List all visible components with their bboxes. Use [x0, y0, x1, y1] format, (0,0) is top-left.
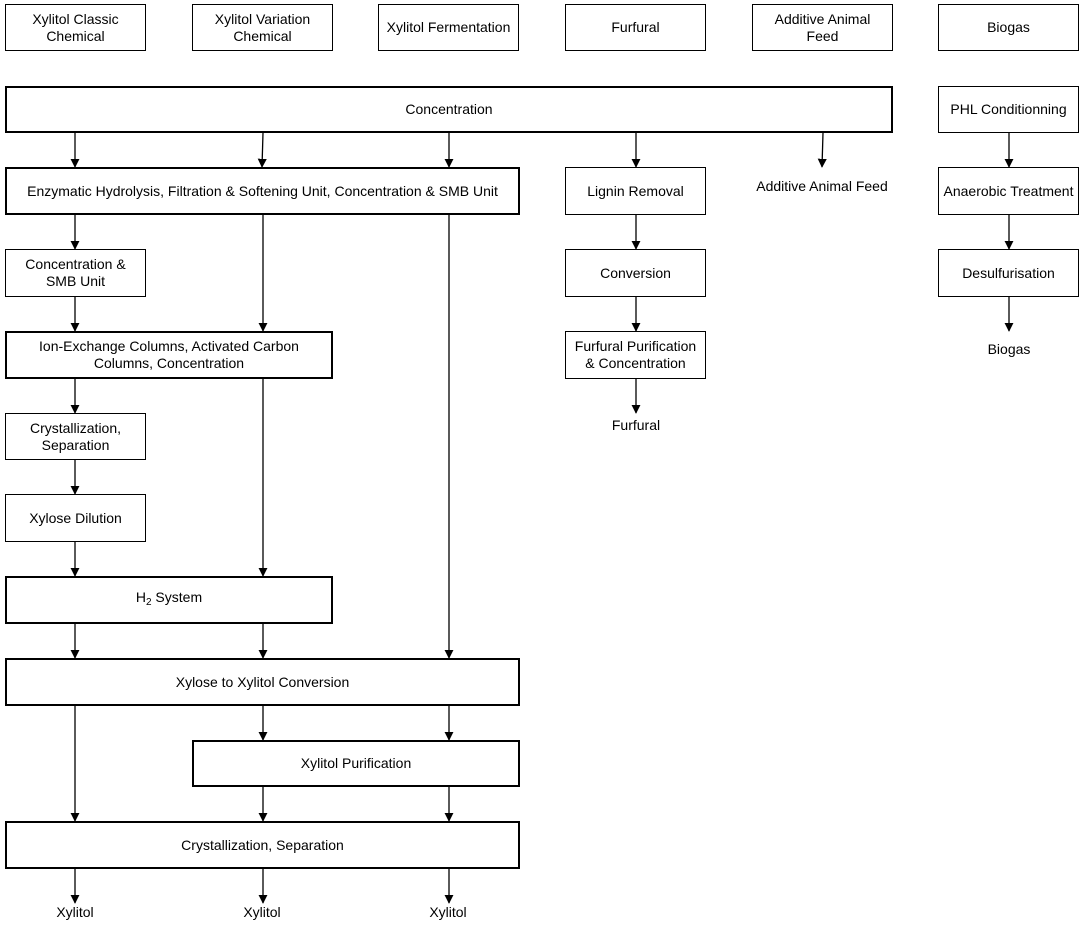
step-lignin-removal: Lignin Removal: [565, 167, 706, 215]
step-final-crystallization: Crystallization, Separation: [5, 821, 520, 869]
arrow-conc-feed: [817, 132, 827, 168]
output-biogas: Biogas: [987, 341, 1031, 357]
output-additive-animal-feed: Additive Animal Feed: [756, 178, 888, 194]
output-xylitol-fermentation: Xylitol: [429, 904, 467, 920]
header-furfural: Furfural: [565, 4, 706, 51]
header-xylitol-classic-chemical: Xylitol Classic Chemical: [5, 4, 146, 51]
step-crystallization-separation: Crystallization, Separation: [5, 413, 146, 460]
step-conversion: Conversion: [565, 249, 706, 297]
step-anaerobic-treatment: Anaerobic Treatment: [938, 167, 1079, 215]
step-concentration: Concentration: [5, 86, 893, 133]
step-ion-exchange: Ion-Exchange Columns, Activated Carbon C…: [5, 331, 333, 379]
step-phl-conditioning: PHL Conditionning: [938, 86, 1079, 133]
step-h2-system: H2 System: [5, 576, 333, 624]
header-additive-animal-feed: Additive Animal Feed: [752, 4, 893, 51]
output-xylitol-variation: Xylitol: [243, 904, 281, 920]
step-xylose-to-xylitol: Xylose to Xylitol Conversion: [5, 658, 520, 706]
header-xylitol-variation-chemical: Xylitol Variation Chemical: [192, 4, 333, 51]
step-xylitol-purification: Xylitol Purification: [192, 740, 520, 787]
output-furfural: Furfural: [611, 417, 661, 433]
step-desulfurisation: Desulfurisation: [938, 249, 1079, 297]
output-xylitol-classic: Xylitol: [56, 904, 94, 920]
h2-label: H2 System: [135, 589, 203, 608]
step-concentration-smb: Concentration & SMB Unit: [5, 249, 146, 297]
header-biogas: Biogas: [938, 4, 1079, 51]
step-enzymatic-hydrolysis: Enzymatic Hydrolysis, Filtration & Softe…: [5, 167, 520, 215]
header-xylitol-fermentation: Xylitol Fermentation: [378, 4, 519, 51]
arrow-conc-enz-2: [257, 132, 267, 168]
step-furfural-purification: Furfural Purification & Concentration: [565, 331, 706, 379]
step-xylose-dilution: Xylose Dilution: [5, 494, 146, 542]
